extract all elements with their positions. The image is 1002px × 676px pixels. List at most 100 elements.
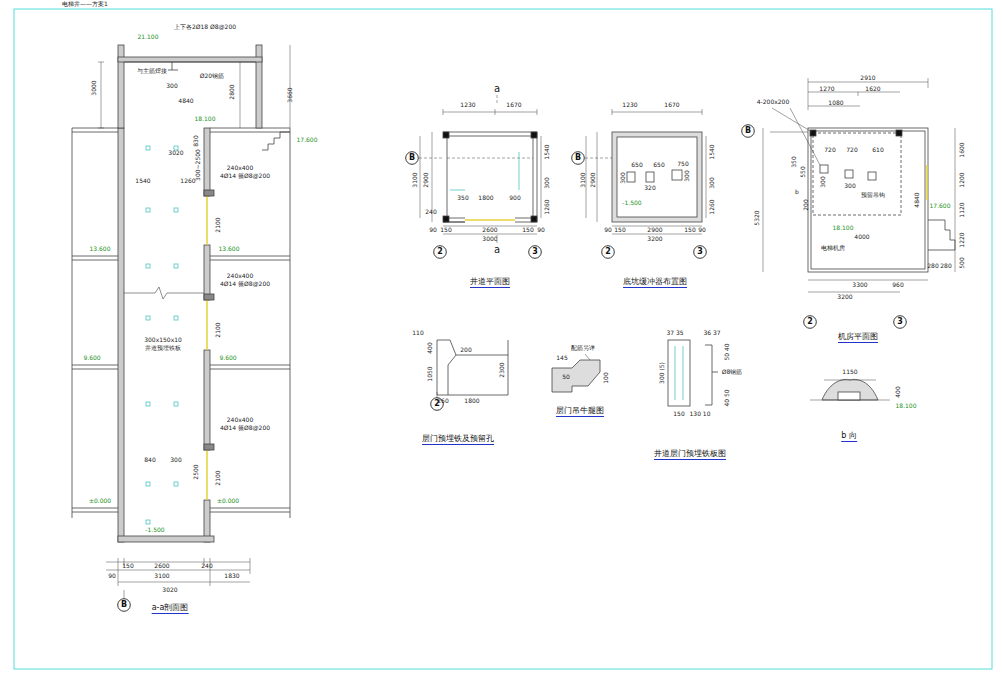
dimension-text: 37 35 [666,330,683,336]
dimension-text: 300 [620,172,626,183]
axis-label: 2 [433,245,447,259]
dimension-text: 500 [959,257,965,268]
dimension-text: 36 37 [703,330,720,336]
dimension-text: 2600 [482,227,497,233]
axis-bubble: 2 [803,315,817,329]
elevation-mark: 9.600 [219,355,236,361]
dimension-text: 150 [440,227,451,233]
axis-bubble: B [117,598,131,612]
view-caption: b 向 [841,432,857,442]
pit-plan [585,109,706,234]
elevation-mark: 18.100 [896,403,917,409]
axis-label: 2 [601,245,615,259]
dimension-text: 2800 [229,84,235,99]
dimension-text: b [795,189,799,195]
dimension-text: 650 [653,162,664,168]
dimension-text: 4Ø14 箍Ø8@200 [220,425,270,431]
dimension-text: 90 [108,573,116,579]
dimension-text: 320 [644,185,655,191]
dimension-text: 4840 [178,98,193,104]
dimension-text: Ø8钢筋 [722,369,743,375]
view-caption: 井道层门预埋铁板图 [654,450,726,460]
axis-bubble: B [405,151,419,165]
elevation-mark: 17.600 [297,137,318,143]
dimension-text: 4840 [914,192,920,207]
elevation-mark: ±0.000 [89,498,111,504]
dimension-text: 50 [562,374,570,380]
elevation-mark: 13.600 [219,246,240,252]
dimension-text: 720 [824,147,835,153]
dimension-text: 300 [684,170,690,181]
dimension-text: 240x400 [227,417,253,423]
dimension-text: 2300 [499,362,505,377]
dimension-text: 5320 [754,210,760,225]
shaft-plan [419,95,541,243]
dimension-text: 3000 [91,80,97,95]
axis-bubble: 3 [693,245,707,259]
dimension-text: 300 [820,176,826,187]
dimension-text: 1670 [506,102,521,108]
dimension-text: 1200 [959,172,965,187]
dimension-text: 4-200x200 [757,99,789,105]
dimension-text: 2500 [193,464,199,479]
dimension-text: 3020 [162,587,177,593]
dimension-text: 200 [803,199,809,210]
section-mark: a [494,245,500,255]
dimension-text: 1800 [464,398,479,404]
dimension-text: 2910 [860,75,875,81]
dimension-text: 1800 [478,195,493,201]
dimension-text: 50 40 [724,343,730,360]
elevation-mark: -1.500 [145,527,164,533]
dimension-text: 150 [122,563,133,569]
dimension-text: 300 [166,83,177,89]
dimension-text: 1670 [664,102,679,108]
detail-drawings [437,340,890,406]
dimension-text: 4Ø14 箍Ø8@200 [220,281,270,287]
elevation-mark: 21.100 [138,34,159,40]
dimension-text: 1540 [135,178,150,184]
dimension-text: 2900 [423,172,429,187]
dimension-text: 960 [892,282,903,288]
dimension-text: 1540 [709,144,715,159]
dimension-text: 130 10 [690,411,711,417]
elevation-mark: ±0.000 [217,498,239,504]
axis-label: B [741,124,755,138]
dimension-text: 840 [144,457,155,463]
dimension-text: 750 [677,161,688,167]
dimension-text: 100 [603,372,609,383]
dimension-text: 1080 [828,100,843,106]
dimension-text: 300 [544,177,550,188]
view-caption: 井道平面图 [470,278,510,288]
dimension-text: 1120 [959,202,965,217]
dimension-text: 240 [201,563,212,569]
dimension-text: 240x400 [227,273,253,279]
dimension-text: 400 [427,342,433,353]
axis-bubble: 2 [601,245,615,259]
section-mark: a [494,84,500,94]
dimension-text: 150 [684,227,695,233]
dimension-text: 1050 [427,366,433,381]
dimension-text: 110 [412,330,423,336]
dimension-text: 300~2500 [195,149,201,181]
dimension-text: 1600 [959,142,965,157]
dimension-text: 1220 [959,232,965,247]
dimension-text: 90 [698,227,706,233]
dimension-text: 配筋另详 [571,345,595,351]
axis-bubble: B [741,124,755,138]
dimension-text: 200 [460,347,471,353]
dimension-text: 300 [170,457,181,463]
dimension-text: 300 [844,183,855,189]
dimension-text: 40 50 [724,389,730,406]
dimension-text: 3000 [482,236,497,242]
dimension-text: Ø20钢筋 [200,73,224,79]
dimension-text: 650 [631,162,642,168]
view-caption: a-a剖面图 [152,604,189,614]
dimension-text: 830 [193,135,199,146]
dimension-text: 550 [800,166,806,177]
dimension-text: 3100 [412,172,418,187]
dimension-text: 2100 [215,470,221,485]
axis-label: B [571,151,585,165]
machine-room-plan [763,78,955,292]
axis-label: 3 [893,315,907,329]
dimension-text: 150 [673,411,684,417]
